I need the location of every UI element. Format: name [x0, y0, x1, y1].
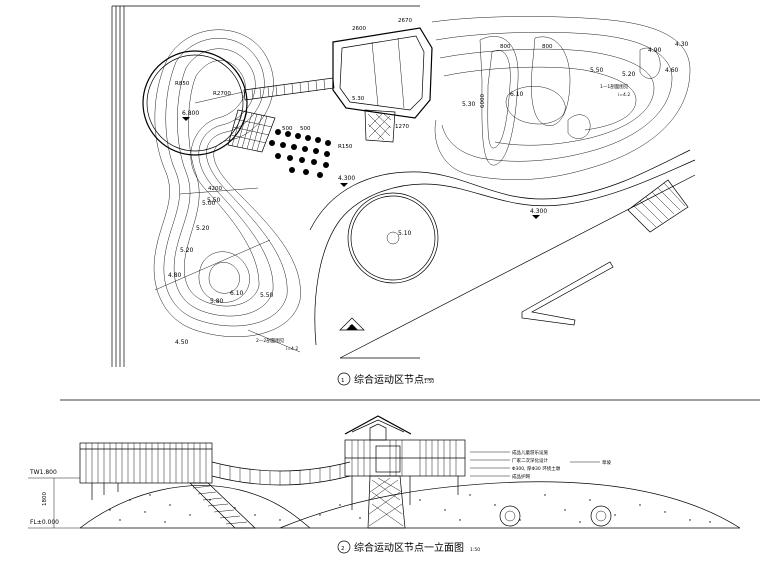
elevation-mound: [79, 481, 741, 529]
svg-text:5.20: 5.20: [180, 247, 194, 254]
elevation-tyres: [499, 505, 612, 527]
elevation-rope-bridge: [211, 461, 351, 486]
svg-text:5.20: 5.20: [622, 71, 636, 78]
left-mound-contours: [153, 29, 301, 337]
svg-text:6.10: 6.10: [510, 91, 524, 98]
svg-text:4.80: 4.80: [168, 272, 182, 279]
svg-text:800: 800: [542, 44, 553, 50]
svg-text:800: 800: [500, 44, 511, 50]
svg-text:R150: R150: [338, 144, 353, 150]
svg-text:R2700: R2700: [213, 91, 231, 97]
elevation-caption: 2 综合运动区节点一立面图 1:50: [337, 540, 480, 554]
svg-text:4.30: 4.30: [675, 41, 689, 48]
plan-border-band: [111, 5, 420, 367]
svg-text:6000: 6000: [480, 94, 486, 108]
left-mound-labels: 4200 5.00 5.20 5.20 4.80 6.10 5.80 5.50 …: [154, 186, 301, 353]
north-arrow-icon: 1: [339, 317, 365, 331]
svg-text:1: 1: [341, 378, 345, 384]
svg-text:TW1.800: TW1.800: [29, 469, 57, 476]
right-mound-contours: [431, 16, 691, 180]
plan-play-house: 2600 2670 1270 5.30: [332, 18, 433, 143]
svg-text:5.10: 5.10: [398, 230, 412, 237]
plan-rope-bridge: [243, 77, 335, 101]
plan-deck-right: [627, 179, 689, 233]
svg-text:5.80: 5.80: [210, 298, 224, 305]
circular-platform: R2700 R850 6.800: [142, 50, 248, 156]
svg-text:4.60: 4.60: [665, 67, 679, 74]
svg-text:Φ300, 厚Φ30 环绕土墩: Φ300, 厚Φ30 环绕土墩: [512, 465, 561, 472]
svg-text:FL±0.000: FL±0.000: [30, 519, 59, 526]
svg-text:2: 2: [341, 546, 345, 552]
elevation-notes: 成品儿童游乐设施 厂家二次深化设计 Φ300, 厚Φ30 环绕土墩 成品护网 草…: [470, 449, 611, 480]
svg-text:成品护网: 成品护网: [512, 473, 530, 480]
stepping-posts: [269, 129, 331, 178]
svg-text:4.50: 4.50: [175, 339, 189, 346]
elevation-play-house: [344, 415, 466, 529]
svg-text:2600: 2600: [352, 26, 366, 32]
svg-text:1—1剖面图见: 1—1剖面图见: [600, 83, 629, 90]
svg-text:1:50: 1:50: [470, 547, 480, 553]
plan-climbing-net: [227, 109, 276, 153]
svg-text:成品儿童游乐设施: 成品儿童游乐设施: [512, 449, 548, 456]
svg-text:综合运动区节点一: 综合运动区节点一: [354, 373, 434, 386]
svg-text:2—2剖面图见: 2—2剖面图见: [256, 337, 285, 344]
circular-plaza: 5.10: [347, 192, 439, 284]
svg-text:草坡: 草坡: [602, 459, 611, 466]
svg-text:综合运动区节点一立面图: 综合运动区节点一立面图: [354, 541, 464, 554]
svg-text:4200: 4200: [208, 186, 222, 192]
svg-text:1:50: 1:50: [424, 379, 434, 385]
svg-text:5.30: 5.30: [462, 101, 476, 108]
svg-text:厂家二次深化设计: 厂家二次深化设计: [512, 457, 548, 464]
plan-view: R2700 R850 6.800: [111, 5, 696, 386]
svg-text:5.20: 5.20: [196, 225, 210, 232]
svg-text:R850: R850: [175, 81, 190, 87]
elevation-level-markers: TW1.800 FL±0.000 1800: [28, 469, 80, 529]
svg-text:4.300: 4.300: [338, 175, 355, 182]
svg-text:5.00: 5.00: [202, 200, 216, 207]
svg-text:500: 500: [300, 126, 311, 132]
svg-text:i=4.2: i=4.2: [286, 346, 298, 352]
plan-caption: 1 综合运动区节点一 1:50: [337, 372, 434, 386]
svg-text:5.50: 5.50: [260, 292, 274, 299]
svg-text:2670: 2670: [398, 18, 412, 24]
svg-text:5.50: 5.50: [207, 197, 221, 204]
svg-text:4.300: 4.300: [530, 208, 547, 215]
svg-text:4.90: 4.90: [648, 47, 662, 54]
svg-text:5.50: 5.50: [590, 67, 604, 74]
svg-text:500: 500: [282, 126, 293, 132]
elevation-climbing-net: [189, 482, 256, 529]
svg-text:1800: 1800: [42, 492, 48, 506]
elevation-tower: [79, 442, 213, 500]
svg-text:1: 1: [349, 325, 353, 331]
elevation-view: TW1.800 FL±0.000 1800: [28, 415, 741, 554]
plan-path-edges: [309, 149, 696, 359]
svg-text:5.30: 5.30: [352, 96, 365, 102]
svg-text:1270: 1270: [395, 124, 409, 130]
svg-text:6.800: 6.800: [182, 110, 199, 117]
svg-text:6.10: 6.10: [230, 290, 244, 297]
svg-text:i=4.2: i=4.2: [618, 92, 630, 98]
